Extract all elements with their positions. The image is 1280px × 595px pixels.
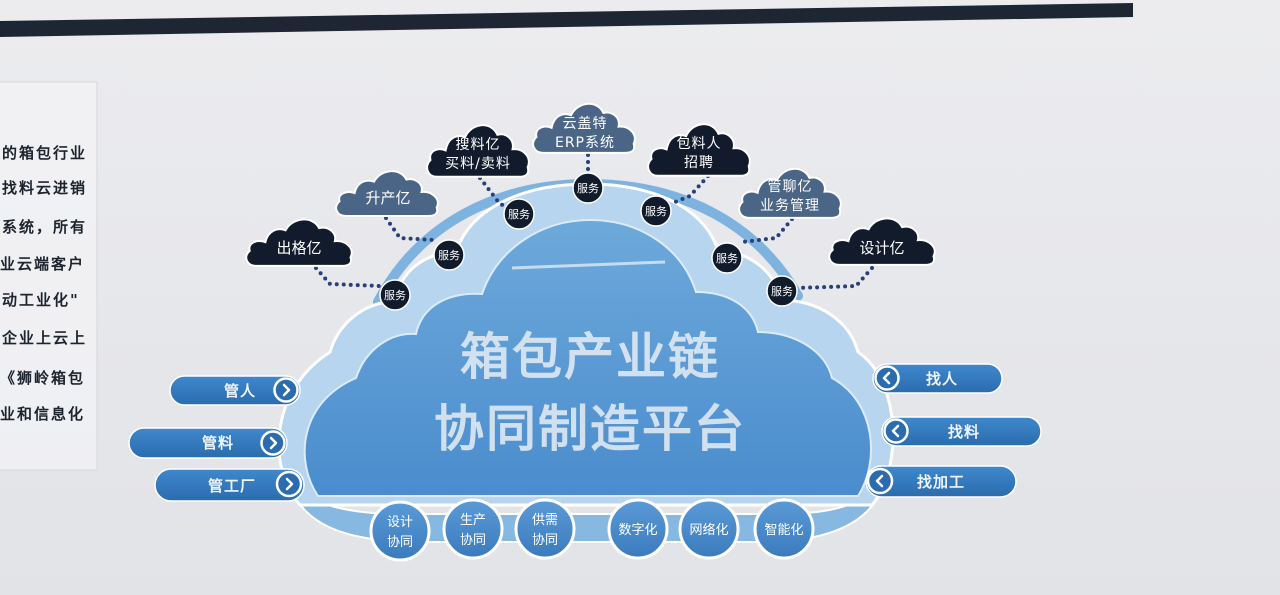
platform-title-line2: 协同制造平台 [434,400,746,458]
circle-sublabel: 协同 [387,535,413,550]
pill-label: 找料 [948,423,980,441]
circle-label: 生产 [460,513,486,528]
service-badge: 服务 [640,195,672,227]
circle-production-collab: 生产 协同 [442,498,504,560]
pill-guangongchang: 管工厂 [154,468,305,502]
node-sublabel: 招聘 [684,155,714,171]
service-badge: 服务 [433,239,465,271]
platform-title-line1: 箱包产业链 [460,328,720,386]
service-label: 服务 [508,208,530,221]
service-badge: 服务 [711,242,743,274]
panel-line: 业云端客户 [0,255,85,273]
panel-line: 企业上云上 [1,329,87,347]
chevron-left-icon [883,418,909,444]
circle-label: 设计 [387,515,413,530]
inner-reflection [511,260,666,270]
service-badge: 服务 [766,275,798,307]
circle-label: 供需 [532,513,558,528]
service-label: 服务 [645,205,667,218]
service-label: 服务 [716,252,738,265]
pill-zhaoren: 找人 [872,363,1003,394]
chevron-right-icon [275,470,303,498]
pill-label: 管工厂 [208,477,256,495]
top-strip [0,3,1133,37]
pill-guanliao: 管料 [128,427,288,459]
circle-sublabel: 协同 [460,533,486,548]
service-label: 服务 [771,285,793,298]
pill-label: 找加工 [917,473,965,491]
connector-dots [740,217,794,244]
circle-networking: 网络化 [678,498,740,560]
circle-sublabel: 协同 [532,533,558,548]
circle-digitalization: 数字化 [607,498,669,560]
panel-line: 业和信息化 [0,405,85,423]
node-baoliaoren: 包料人 招聘 [646,122,752,177]
circle-label: 网络化 [689,522,728,538]
connector-dots [384,216,436,242]
pill-label: 管料 [202,434,234,452]
service-label: 服务 [577,182,599,195]
circle-intelligence: 智能化 [753,498,815,560]
node-shengchanyi: 升产亿 [335,170,439,217]
pill-zhaojiagong: 找加工 [865,465,1017,498]
pill-label: 找人 [926,370,958,388]
node-label: 包料人 [677,136,722,152]
circle-label: 智能化 [764,523,803,538]
chevron-left-icon [866,467,894,495]
node-label: 出格亿 [276,239,321,257]
panel-line: 的箱包行业 [2,144,87,162]
connector-dots [795,266,874,290]
circle-supply-collab: 供需 协同 [514,498,576,560]
node-souliaoyi: 搜料亿 买料/卖料 [425,123,531,178]
service-badge: 服务 [503,198,535,230]
panel-line: 《狮岭箱包 [0,369,85,387]
node-sublabel: ERP系统 [555,135,615,151]
pill-label: 管人 [224,382,256,400]
service-badge: 服务 [379,279,411,311]
service-label: 服务 [384,289,406,302]
node-label: 设计亿 [859,239,904,257]
panel-line: 动工业化" [2,291,80,309]
node-label: 升产亿 [365,189,410,207]
service-label: 服务 [438,249,460,262]
chevron-right-icon [260,430,286,456]
panel-line: 找料云进销 [2,179,87,197]
node-label: 管聊亿 [768,179,813,195]
node-guanliaoyi: 管聊亿 业务管理 [737,167,842,219]
node-label: 搜料亿 [456,137,501,153]
circle-label: 数字化 [618,523,657,538]
info-panel: 的箱包行业 找料云进销 系统，所有 业云端客户 动工业化" 企业上云上 《狮岭箱… [0,81,98,471]
service-badge: 服务 [572,172,604,204]
chevron-left-icon [874,365,900,391]
connector-dots [314,266,382,288]
node-shejiyi: 设计亿 [828,217,936,266]
node-sublabel: 买料/卖料 [445,156,511,172]
connector-dots [668,174,710,206]
node-sublabel: 业务管理 [760,198,820,214]
node-label: 云盖特 [563,116,608,132]
inner-cloud [303,218,873,497]
node-yungaite: 云盖特 ERP系统 [531,102,636,154]
circle-design-collab: 设计 协同 [369,500,431,562]
node-chugeyi: 出格亿 [245,218,353,267]
pill-guanren: 管人 [169,375,301,406]
pill-zhaoliao: 找料 [881,416,1042,447]
panel-line: 系统，所有 [2,218,87,236]
chevron-right-icon [273,377,299,403]
